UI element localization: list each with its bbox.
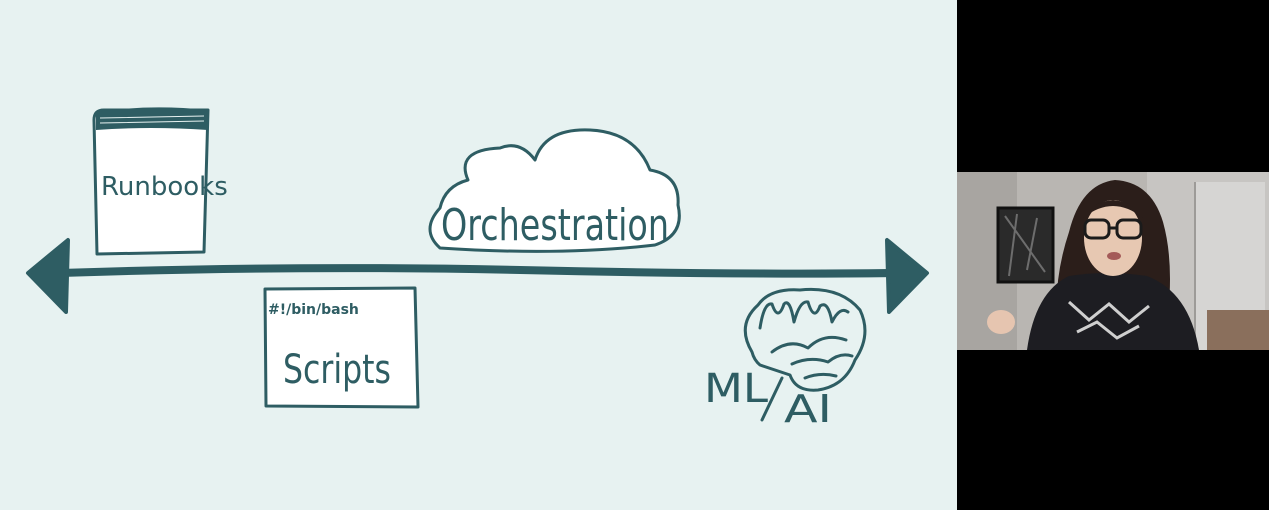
- runbook-book-icon: [92, 107, 210, 256]
- scripts-label: Scripts: [283, 347, 391, 393]
- runbooks-label: Runbooks: [101, 172, 228, 202]
- slash-divider: [760, 376, 784, 422]
- webcam-frame: [957, 172, 1269, 350]
- spectrum-line: [56, 264, 899, 278]
- orchestration-label: Orchestration: [441, 200, 669, 251]
- left-arrowhead: [26, 238, 70, 314]
- cloud-icon: [428, 128, 681, 253]
- spectrum-axis: [26, 238, 929, 314]
- slide-canvas: Runbooks Orchestration #!/bin/bash Scrip…: [0, 0, 957, 510]
- brain-icon: [743, 287, 867, 392]
- presenter-webcam: [957, 172, 1269, 350]
- video-pane: [957, 0, 1269, 510]
- ai-label: AI: [784, 387, 832, 431]
- right-arrowhead: [885, 238, 929, 314]
- ml-label: ML: [704, 366, 769, 412]
- script-file-icon: [263, 286, 420, 409]
- slide-drawing: Runbooks Orchestration #!/bin/bash Scrip…: [26, 107, 929, 431]
- shebang-label: #!/bin/bash: [268, 302, 359, 318]
